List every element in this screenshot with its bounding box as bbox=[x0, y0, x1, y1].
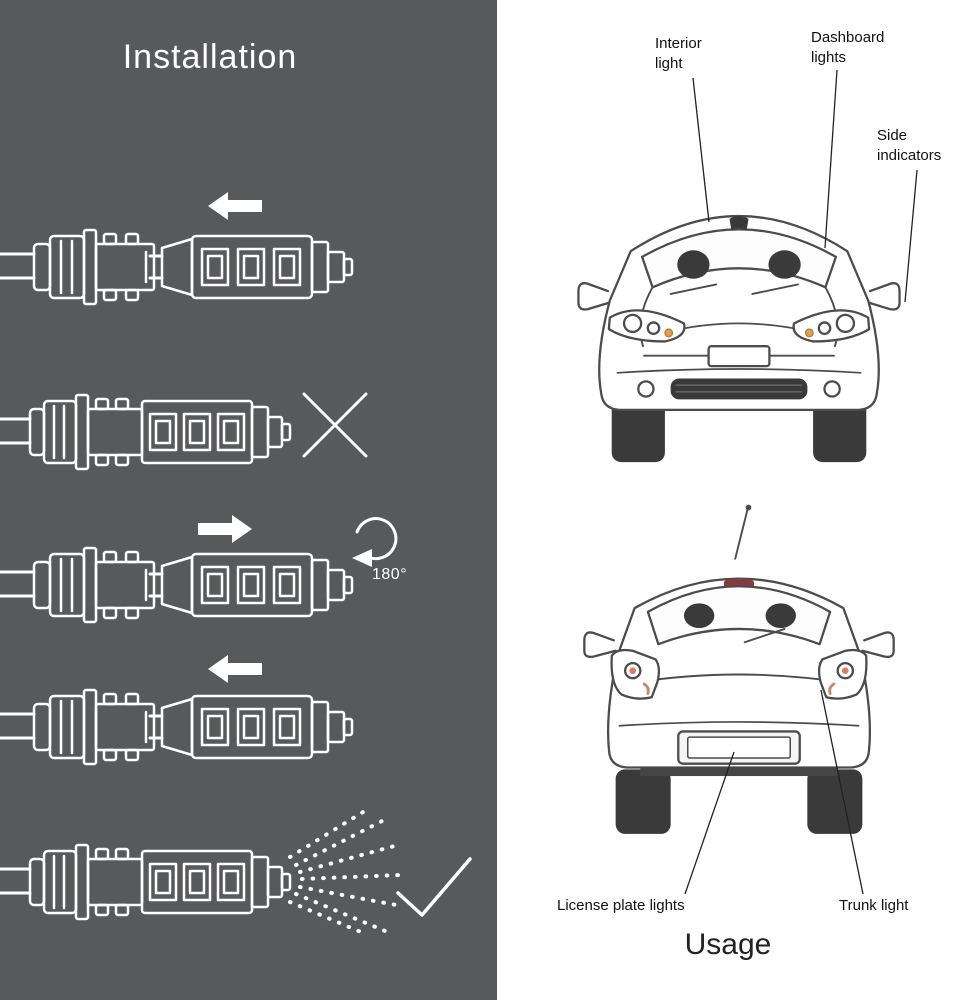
trunk-light-label: Trunk light bbox=[839, 897, 909, 914]
front-right-wheel bbox=[813, 399, 867, 463]
side-indicators-label: Side indicators bbox=[877, 127, 942, 164]
light-rays-icon bbox=[288, 807, 402, 937]
install-step-4 bbox=[0, 650, 497, 815]
left-mirror bbox=[577, 282, 611, 311]
bulb-in-socket-illustration bbox=[0, 843, 292, 921]
left-mirror bbox=[583, 631, 617, 658]
front-left-wheel bbox=[611, 399, 665, 463]
led-bulb-illustration bbox=[148, 694, 354, 760]
interior-light-label: Interior light bbox=[655, 35, 702, 72]
install-step-5 bbox=[0, 795, 497, 975]
install-step-3 bbox=[0, 505, 497, 670]
check-mark-icon bbox=[396, 857, 472, 917]
car-front-view-illustration bbox=[577, 214, 901, 463]
front-license-plate bbox=[707, 345, 771, 368]
step-3-illustration bbox=[0, 515, 398, 624]
usage-title: Usage bbox=[684, 928, 772, 961]
car-rear-view-illustration bbox=[583, 504, 895, 834]
right-mirror bbox=[867, 282, 901, 311]
right-headrest bbox=[765, 603, 796, 629]
rear-license-plate bbox=[686, 736, 792, 759]
under-bumper-shadow bbox=[640, 767, 838, 777]
rear-left-wheel bbox=[615, 769, 671, 834]
arrow-left-icon bbox=[208, 655, 262, 683]
interior-light-unit bbox=[729, 216, 749, 231]
rear-right-wheel bbox=[807, 769, 863, 834]
rear-wiper bbox=[743, 628, 786, 644]
license-plate-lights-label: License plate lights bbox=[557, 897, 685, 914]
installation-title: Installation bbox=[122, 38, 298, 76]
step-2-illustration bbox=[0, 392, 368, 471]
usage-panel: Interior light Dashboard lights Side ind… bbox=[497, 0, 959, 1000]
left-headrest bbox=[683, 603, 715, 629]
left-headrest bbox=[677, 250, 710, 279]
step-4-illustration bbox=[0, 655, 354, 766]
right-headrest bbox=[768, 250, 801, 279]
socket-illustration bbox=[0, 228, 156, 306]
left-taillight bbox=[610, 648, 661, 700]
antenna bbox=[734, 508, 749, 560]
x-mark-icon bbox=[302, 392, 368, 458]
socket-illustration bbox=[0, 546, 156, 624]
right-taillight bbox=[817, 648, 868, 700]
install-step-2 bbox=[0, 355, 497, 520]
install-step-1 bbox=[0, 190, 497, 355]
right-fog-light bbox=[823, 380, 841, 398]
led-bulb-illustration bbox=[148, 234, 354, 300]
right-mirror bbox=[861, 631, 895, 658]
arrow-left-icon bbox=[208, 192, 262, 220]
led-bulb-illustration bbox=[148, 552, 354, 618]
left-fog-light bbox=[637, 380, 655, 398]
dashboard-lights-label: Dashboard lights bbox=[811, 29, 885, 66]
step-1-illustration bbox=[0, 192, 354, 306]
rotate-180-arrow-icon bbox=[350, 517, 398, 569]
wipers bbox=[669, 283, 799, 295]
installation-panel: Installation 180° bbox=[0, 0, 497, 1000]
arrow-right-icon bbox=[198, 515, 252, 543]
socket-illustration bbox=[0, 688, 156, 766]
rotation-degree-label: 180° bbox=[372, 566, 408, 583]
bumper-air-intake bbox=[670, 378, 808, 400]
bulb-in-socket-illustration bbox=[0, 393, 292, 471]
step-5-illustration bbox=[0, 807, 472, 937]
